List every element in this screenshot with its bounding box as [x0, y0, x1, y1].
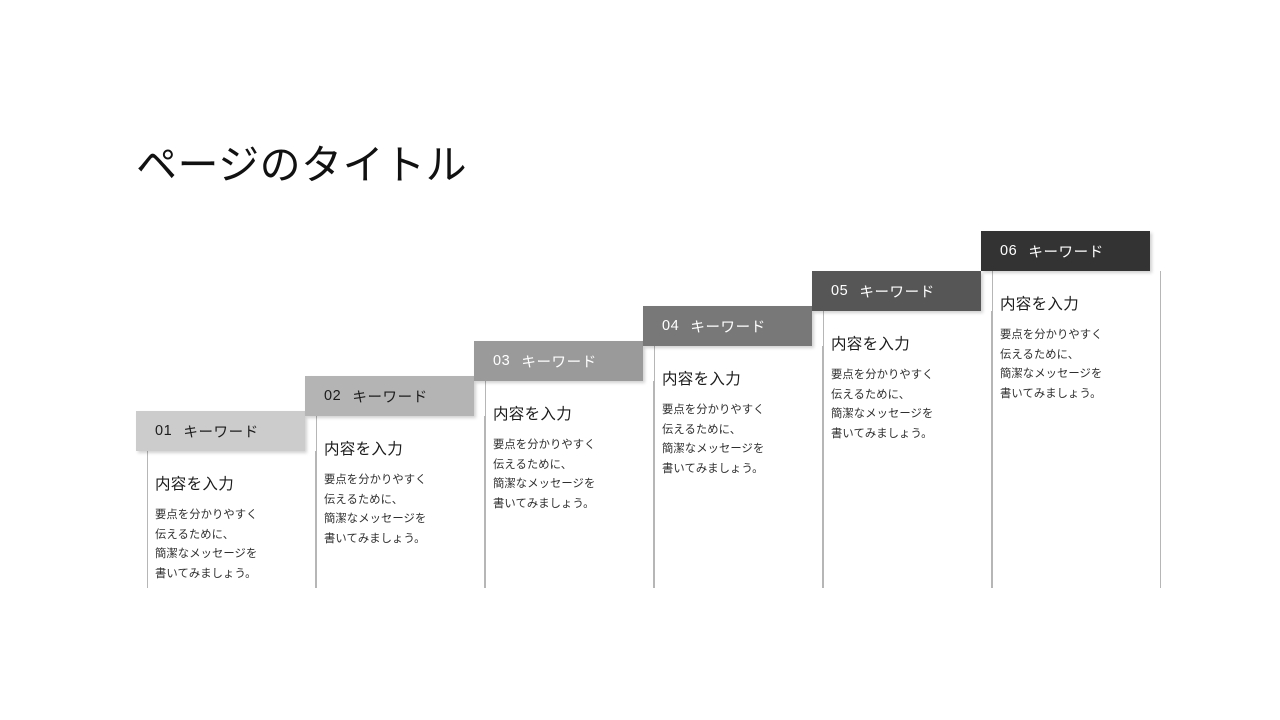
step-description: 要点を分かりやすく伝えるために、簡潔なメッセージを書いてみましょう。 [493, 436, 650, 514]
step-rule-left [316, 416, 317, 588]
step-body-panel [992, 271, 1161, 588]
step-lead-text: 内容を入力 [493, 406, 573, 423]
step-rule-left [147, 451, 148, 588]
step-lead-text: 内容を入力 [155, 476, 235, 493]
step-description-line: 簡潔なメッセージを [662, 443, 765, 455]
step-description-line: 伝えるために、 [1000, 348, 1080, 361]
step-number: 04 [662, 318, 680, 334]
step-description-line: 伝えるために、 [155, 528, 235, 541]
step-description-line: 要点を分かりやすく [324, 474, 427, 486]
step-description: 要点を分かりやすく伝えるために、簡潔なメッセージを書いてみましょう。 [831, 366, 988, 444]
step-description-line: 簡潔なメッセージを [155, 548, 258, 560]
step-description-line: 書いてみましょう。 [493, 497, 595, 510]
step-description-line: 書いてみましょう。 [831, 427, 933, 440]
step-number: 05 [831, 283, 849, 299]
step-description-line: 簡潔なメッセージを [1000, 368, 1103, 380]
step-content: 内容を入力要点を分かりやすく伝えるために、簡潔なメッセージを書いてみましょう。 [493, 402, 654, 514]
step-number: 02 [324, 388, 342, 404]
step-lead-text: 内容を入力 [662, 371, 742, 388]
step-number: 06 [1000, 243, 1018, 259]
staircase-step[interactable]: 04 キーワード内容を入力要点を分かりやすく伝えるために、簡潔なメッセージを書いて… [643, 306, 823, 588]
step-description: 要点を分かりやすく伝えるために、簡潔なメッセージを書いてみましょう。 [324, 471, 481, 549]
staircase-step[interactable]: 01 キーワード内容を入力要点を分かりやすく伝えるために、簡潔なメッセージを書いて… [136, 411, 316, 588]
step-description-line: 要点を分かりやすく [493, 439, 596, 451]
step-header[interactable]: 03 キーワード [474, 341, 643, 381]
step-content: 内容を入力要点を分かりやすく伝えるために、簡潔なメッセージを書いてみましょう。 [662, 367, 823, 479]
step-keyword-label: キーワード [1028, 244, 1104, 261]
step-description-line: 伝えるために、 [324, 493, 404, 506]
step-keyword-label: キーワード [690, 319, 766, 336]
step-rule-right [1160, 271, 1161, 588]
step-rule-left [992, 271, 993, 588]
step-number: 01 [155, 423, 173, 439]
step-number: 03 [493, 353, 511, 369]
step-description-line: 簡潔なメッセージを [831, 408, 934, 420]
step-content: 内容を入力要点を分かりやすく伝えるために、簡潔なメッセージを書いてみましょう。 [1000, 292, 1161, 404]
step-rule-right [653, 381, 654, 588]
step-rule-right [315, 451, 316, 588]
step-header[interactable]: 06 キーワード [981, 231, 1150, 271]
step-header[interactable]: 04 キーワード [643, 306, 812, 346]
step-description-line: 書いてみましょう。 [324, 532, 426, 545]
step-description: 要点を分かりやすく伝えるために、簡潔なメッセージを書いてみましょう。 [1000, 326, 1157, 404]
step-rule-right [991, 311, 992, 588]
step-rule-right [484, 416, 485, 588]
step-description-line: 伝えるために、 [831, 388, 911, 401]
step-body-panel [485, 381, 654, 588]
step-body-panel [654, 346, 823, 588]
step-description-line: 書いてみましょう。 [155, 567, 257, 580]
staircase-step[interactable]: 06 キーワード内容を入力要点を分かりやすく伝えるために、簡潔なメッセージを書いて… [981, 231, 1161, 588]
page-title: ページのタイトル [136, 142, 468, 188]
step-description-line: 要点を分かりやすく [831, 369, 934, 381]
step-description-line: 要点を分かりやすく [155, 509, 258, 521]
step-header[interactable]: 02 キーワード [305, 376, 474, 416]
step-description: 要点を分かりやすく伝えるために、簡潔なメッセージを書いてみましょう。 [155, 506, 312, 584]
step-keyword-label: キーワード [859, 284, 935, 301]
step-lead-text: 内容を入力 [324, 441, 404, 458]
step-description-line: 書いてみましょう。 [1000, 387, 1102, 400]
step-lead-text: 内容を入力 [1000, 296, 1080, 313]
step-body-panel [316, 416, 485, 588]
step-description-line: 伝えるために、 [662, 423, 742, 436]
step-keyword-label: キーワード [183, 424, 259, 441]
step-rule-left [485, 381, 486, 588]
staircase-step[interactable]: 05 キーワード内容を入力要点を分かりやすく伝えるために、簡潔なメッセージを書いて… [812, 271, 992, 588]
step-description-line: 書いてみましょう。 [662, 462, 764, 475]
step-content: 内容を入力要点を分かりやすく伝えるために、簡潔なメッセージを書いてみましょう。 [324, 437, 485, 549]
step-description-line: 要点を分かりやすく [662, 404, 765, 416]
step-description: 要点を分かりやすく伝えるために、簡潔なメッセージを書いてみましょう。 [662, 401, 819, 479]
step-description-line: 簡潔なメッセージを [493, 478, 596, 490]
step-description-line: 簡潔なメッセージを [324, 513, 427, 525]
step-header[interactable]: 01 キーワード [136, 411, 305, 451]
step-content: 内容を入力要点を分かりやすく伝えるために、簡潔なメッセージを書いてみましょう。 [155, 472, 316, 584]
step-body-panel [147, 451, 316, 588]
step-body-panel [823, 311, 992, 588]
step-lead-text: 内容を入力 [831, 336, 911, 353]
step-keyword-label: キーワード [352, 389, 428, 406]
step-rule-left [823, 311, 824, 588]
step-description-line: 要点を分かりやすく [1000, 329, 1103, 341]
step-keyword-label: キーワード [521, 354, 597, 371]
step-rule-left [654, 346, 655, 588]
step-content: 内容を入力要点を分かりやすく伝えるために、簡潔なメッセージを書いてみましょう。 [831, 332, 992, 444]
staircase-step[interactable]: 02 キーワード内容を入力要点を分かりやすく伝えるために、簡潔なメッセージを書いて… [305, 376, 485, 588]
step-description-line: 伝えるために、 [493, 458, 573, 471]
staircase-step[interactable]: 03 キーワード内容を入力要点を分かりやすく伝えるために、簡潔なメッセージを書いて… [474, 341, 654, 588]
step-header[interactable]: 05 キーワード [812, 271, 981, 311]
step-rule-right [822, 346, 823, 588]
